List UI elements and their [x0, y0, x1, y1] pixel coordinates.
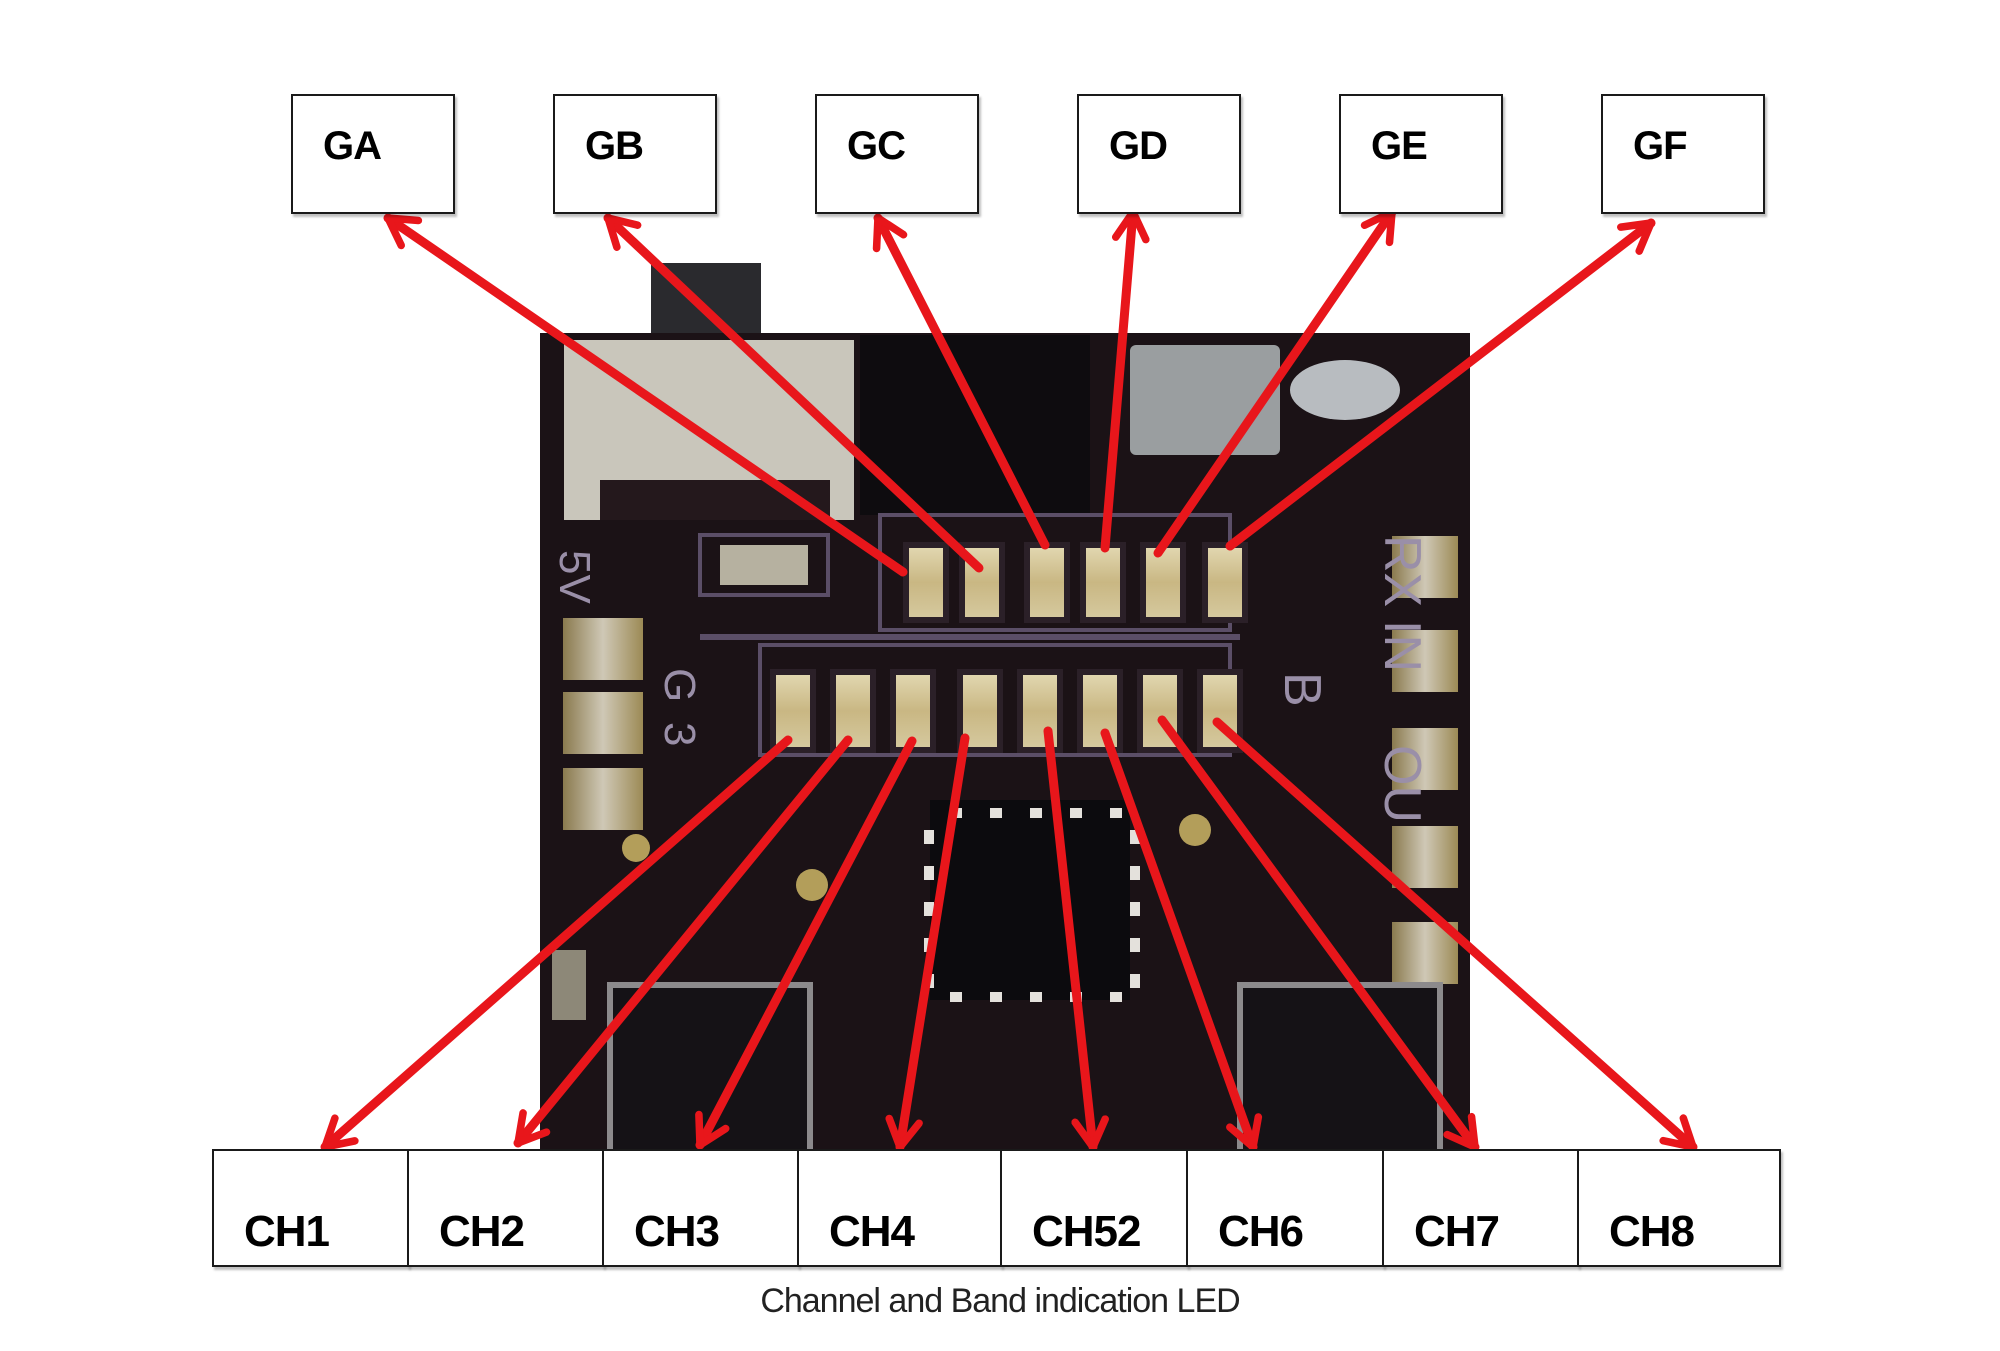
ic-pin: [1130, 974, 1140, 988]
group-label-text: GB: [585, 124, 644, 168]
silk-5v: 5V: [550, 550, 599, 604]
solder-pad: [1392, 728, 1458, 790]
channel-label-text: CH3: [634, 1207, 720, 1256]
ic-pin: [990, 992, 1002, 1002]
channel-label-ch6: CH6: [1186, 1149, 1384, 1267]
lower-right-inductor: [1237, 982, 1443, 1168]
channel-led-ch2: [830, 669, 876, 753]
silk-ou: OU: [1373, 745, 1431, 823]
smd-outline: [698, 533, 830, 597]
group-led-ga: [903, 542, 949, 623]
arrow-to-ch8: [1212, 717, 1698, 1152]
arrow-to-gf: [1225, 218, 1656, 551]
arrow-to-ch6: [1100, 728, 1263, 1152]
channel-led-ch8: [1197, 669, 1243, 753]
ic-pin: [1110, 992, 1122, 1002]
solder-pad: [1392, 630, 1458, 692]
silk-rx: RX: [1373, 535, 1431, 607]
group-label-gc: GC: [815, 94, 979, 214]
group-label-text: GA: [323, 124, 382, 168]
ic-pin: [1130, 866, 1140, 880]
solder-blob: [1290, 360, 1400, 420]
ic-pin: [1130, 830, 1140, 844]
silk-3: 3: [655, 722, 704, 746]
channel-label-ch7: CH7: [1382, 1149, 1579, 1267]
channel-led-ch6: [1077, 669, 1123, 753]
group-label-text: GF: [1633, 124, 1688, 168]
ic-pin: [924, 830, 934, 844]
channel-label-ch3: CH3: [602, 1149, 799, 1267]
ic-pin: [1130, 938, 1140, 952]
channel-label-ch2: CH2: [407, 1149, 604, 1267]
solder-pad: [1392, 826, 1458, 888]
ic-pin: [1070, 808, 1082, 818]
group-label-gb: GB: [553, 94, 717, 214]
arrow-to-ch5: [1043, 726, 1109, 1152]
group-led-gc: [1024, 542, 1070, 623]
channel-label-text: CH4: [829, 1207, 915, 1256]
group-led-gd: [1080, 542, 1126, 623]
lower-left-inductor: [607, 982, 813, 1168]
arrow-to-ch7: [1157, 715, 1480, 1152]
solder-pad: [563, 768, 643, 830]
via-pad: [1179, 814, 1211, 846]
ic-pin: [1130, 902, 1140, 916]
silk-b: B: [1273, 672, 1331, 707]
group-label-ge: GE: [1339, 94, 1503, 214]
solder-pad: [1392, 536, 1458, 598]
silk-in: IN: [1373, 620, 1431, 672]
smd-capacitor: [720, 545, 808, 585]
arrow-to-gc: [872, 213, 1050, 550]
via-pad: [622, 834, 650, 862]
metal-component: [1130, 345, 1280, 455]
channel-label-ch1: CH1: [212, 1149, 409, 1267]
channel-led-ch3: [890, 669, 936, 753]
arrow-to-ge: [1153, 207, 1397, 558]
channel-label-text: CH2: [439, 1207, 525, 1256]
group-led-gf: [1202, 542, 1248, 623]
solder-pad: [563, 692, 643, 754]
silk-g: G: [655, 668, 704, 702]
group-label-gf: GF: [1601, 94, 1765, 214]
ic-pin: [924, 902, 934, 916]
main-ic: [930, 800, 1130, 1000]
channel-label-text: CH8: [1609, 1207, 1695, 1256]
channel-label-ch5: CH52: [1000, 1149, 1188, 1267]
channel-label-text: CH1: [244, 1207, 330, 1256]
group-label-text: GC: [847, 124, 906, 168]
arrow-to-ch1: [320, 735, 793, 1152]
group-label-text: GD: [1109, 124, 1168, 168]
ic-pin: [1030, 808, 1042, 818]
arrow-to-ch4: [885, 733, 970, 1152]
rf-shield: [860, 335, 1090, 515]
ic-pin: [950, 992, 962, 1002]
group-label-text: GE: [1371, 124, 1428, 168]
group-label-gd: GD: [1077, 94, 1241, 214]
channel-label-ch4: CH4: [797, 1149, 1002, 1267]
channel-label-text: CH6: [1218, 1207, 1304, 1256]
channel-label-text: CH7: [1414, 1207, 1500, 1256]
figure-caption: Channel and Band indication LED: [760, 1282, 1240, 1320]
ic-pin: [924, 866, 934, 880]
ic-pin: [1030, 992, 1042, 1002]
ic-pin: [990, 808, 1002, 818]
arrow-to-gd: [1100, 207, 1150, 553]
channel-led-ch1: [770, 669, 816, 753]
group-led-ge: [1140, 542, 1186, 623]
channel-led-ch5: [1017, 669, 1063, 753]
group-label-ga: GA: [291, 94, 455, 214]
solder-pad: [563, 618, 643, 680]
small-smd-left: [552, 950, 586, 1020]
ic-pin: [1110, 808, 1122, 818]
arrow-to-ch2: [513, 735, 853, 1148]
arrow-to-gb: [603, 213, 984, 573]
via-pad: [796, 869, 828, 901]
channel-label-text: CH52: [1032, 1207, 1141, 1256]
channel-label-ch8: CH8: [1577, 1149, 1781, 1267]
arrow-to-ch3: [695, 736, 917, 1150]
arrow-to-ga: [383, 213, 908, 577]
